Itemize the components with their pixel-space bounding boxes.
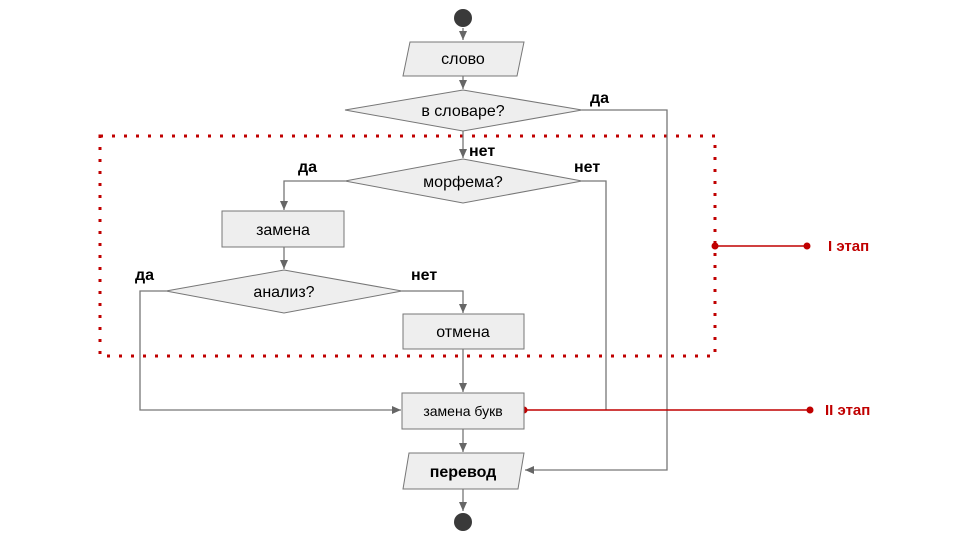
node-replace-letters: замена букв [401,392,525,430]
stage1-boundary [98,134,717,358]
node-cancel-label: отмена [436,324,490,341]
edge-morph-yes [280,180,345,210]
node-word: слово [402,41,525,77]
node-translation-label: перевод [430,464,497,481]
edges [139,28,668,511]
node-replace-letters-label: замена букв [423,403,502,419]
edge-morph-no [582,180,607,410]
label-morph-yes: да [298,159,317,176]
edge-analysis-yes [139,290,401,414]
node-replace-label: замена [256,222,310,239]
node-translation: перевод [402,452,525,490]
stage1-dot-left [711,242,719,250]
stage2-dot-right [806,406,814,414]
node-in-dictionary: в словаре? [344,89,583,132]
node-replace: замена [221,210,345,248]
edge-dict-yes [525,109,668,474]
label-analysis-no: нет [411,267,437,284]
edge-analysis-no [402,290,467,313]
node-word-label: слово [441,51,485,68]
label-analysis-yes: да [135,267,154,284]
label-morph-no: нет [574,159,600,176]
node-cancel: отмена [402,313,525,350]
node-in-dictionary-label: в словаре? [421,103,504,120]
node-morpheme-label: морфема? [423,174,503,191]
stage1-dot-right [803,242,811,250]
node-morpheme: морфема? [344,158,583,204]
node-analysis: анализ? [165,269,403,314]
label-dict-yes: да [590,90,609,107]
node-analysis-label: анализ? [253,284,314,301]
stage1-label: I этап [828,238,869,255]
stage2-label: II этап [825,402,870,419]
start-node [454,9,472,27]
end-node [454,513,472,531]
label-dict-no: нет [469,143,495,160]
